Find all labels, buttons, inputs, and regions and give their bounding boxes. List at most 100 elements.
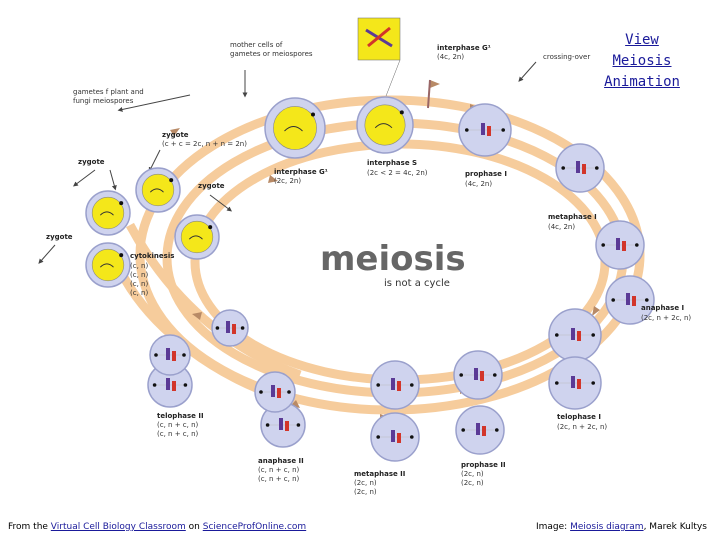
chromosome [487, 126, 491, 136]
chromosome [582, 164, 586, 174]
centrosome [611, 298, 615, 302]
label-telophase-i: telophase I [557, 413, 601, 421]
arrow-zygote-low [38, 244, 56, 264]
label-metaphase-i-formula: (4c, 2n) [548, 223, 575, 231]
centrosome [259, 390, 263, 394]
label-cyto-f4: (c, n) [130, 289, 148, 297]
crossing-over-marker [427, 79, 431, 109]
chromosome [172, 351, 176, 361]
centrosome [645, 298, 649, 302]
centrosome [169, 178, 174, 183]
centrosome [635, 243, 639, 247]
label-zygote-mid: zygote [198, 182, 225, 190]
label-telophase-ii-f1: (c, n + c, n) [157, 421, 199, 429]
chromosome [571, 376, 575, 388]
view-meiosis-animation-link[interactable]: View Meiosis Animation [598, 30, 686, 93]
label-zygote-low: zygote [46, 233, 73, 241]
label-interphase-s: interphase S [367, 159, 417, 167]
label-telophase-i-formula: (2c, n + 2c, n) [557, 423, 607, 431]
label-interphase-s-formula: (2c < 2 = 4c, 2n) [367, 169, 428, 177]
cell-nucleus [91, 196, 125, 230]
cell-15 [211, 309, 249, 347]
cell-6 [605, 275, 655, 325]
cell-nucleus [141, 173, 175, 207]
centrosome [493, 373, 497, 377]
label-telophase-ii: telophase II [157, 412, 204, 420]
label-prophase-ii-f1: (2c, n) [461, 470, 484, 478]
centrosome [465, 128, 469, 132]
track-arrow [170, 128, 180, 136]
centrosome [119, 253, 124, 258]
chromosome [397, 433, 401, 443]
diagram-title: meiosis [320, 239, 466, 279]
label-metaphase-ii-f1: (2c, n) [354, 479, 377, 487]
centrosome [561, 166, 565, 170]
chromosome [232, 324, 236, 334]
label-zygote-top-formula: (c + c = 2c, n + n = 2n) [162, 140, 247, 148]
label-prophase-i: prophase I [465, 170, 507, 178]
virtual-cell-biology-link[interactable]: Virtual Cell Biology Classroom [50, 522, 186, 532]
cell-1 [264, 97, 326, 159]
label-cyto-f1: (c, n) [130, 262, 148, 270]
chromosome [279, 418, 283, 430]
chromosome [571, 328, 575, 340]
cell-19 [174, 214, 220, 260]
footer-right-prefix: Image: [536, 522, 571, 532]
label-cyto-f2: (c, n) [130, 271, 148, 279]
footer-right-suffix: , Marek Kultys [643, 522, 707, 532]
label-metaphase-ii-f2: (2c, n) [354, 488, 377, 496]
label-cytokinesis: cytokinesis [130, 252, 174, 260]
chromatin [188, 235, 203, 240]
chromatin [99, 211, 114, 216]
centrosome [182, 353, 186, 357]
label-mother-cells: mother cells of [230, 41, 283, 49]
label-interphase-g1-inner: interphase G¹ [274, 168, 328, 176]
label-gametes-2: fungi meiospores [73, 97, 134, 105]
cell-5 [595, 220, 645, 270]
centrosome [376, 383, 381, 387]
chromosome [397, 381, 401, 391]
cell-2 [356, 96, 414, 154]
arrow-zygote-mid [209, 194, 232, 212]
cell-11 [370, 360, 420, 410]
arrow-crossing-over [518, 61, 537, 82]
arrow-gametes [117, 94, 191, 112]
cell-8 [548, 356, 602, 410]
scienceprofonline-link[interactable]: ScienceProfOnline.com [202, 522, 307, 532]
chromosome [391, 378, 395, 390]
chromosome [226, 321, 230, 333]
cell-nucleus [180, 220, 214, 254]
chromosome [271, 385, 275, 397]
centrosome [208, 225, 213, 230]
centrosome [296, 423, 301, 427]
chromosome [476, 423, 480, 435]
label-metaphase-ii: metaphase II [354, 470, 405, 478]
chromosome [616, 238, 620, 250]
centrosome [376, 435, 381, 439]
chromosome [391, 430, 395, 442]
meiosis-diagram-link[interactable]: Meiosis diagram [570, 522, 644, 532]
cell-18 [135, 167, 181, 213]
link-line-animation[interactable]: Animation [604, 74, 680, 90]
chromosome [622, 241, 626, 251]
cell-17 [149, 334, 191, 376]
centrosome [591, 333, 595, 337]
link-line-meiosis[interactable]: Meiosis [612, 53, 672, 69]
chromosome [481, 123, 485, 135]
label-prophase-i-formula: (4c, 2n) [465, 180, 492, 188]
chromosome [277, 388, 281, 398]
cell-nucleus [364, 104, 406, 146]
label-crossing-over: crossing-over [543, 53, 590, 61]
link-line-view[interactable]: View [625, 32, 659, 48]
centrosome [591, 381, 595, 385]
label-interphase-g1-top: interphase G¹ [437, 44, 491, 52]
cell-13 [260, 402, 306, 448]
chromosome [577, 331, 581, 341]
cell-nucleus [91, 248, 125, 282]
track-arrow [430, 80, 440, 88]
chromatin [374, 123, 393, 129]
chromosome [482, 426, 486, 436]
label-prophase-ii: prophase II [461, 461, 506, 469]
